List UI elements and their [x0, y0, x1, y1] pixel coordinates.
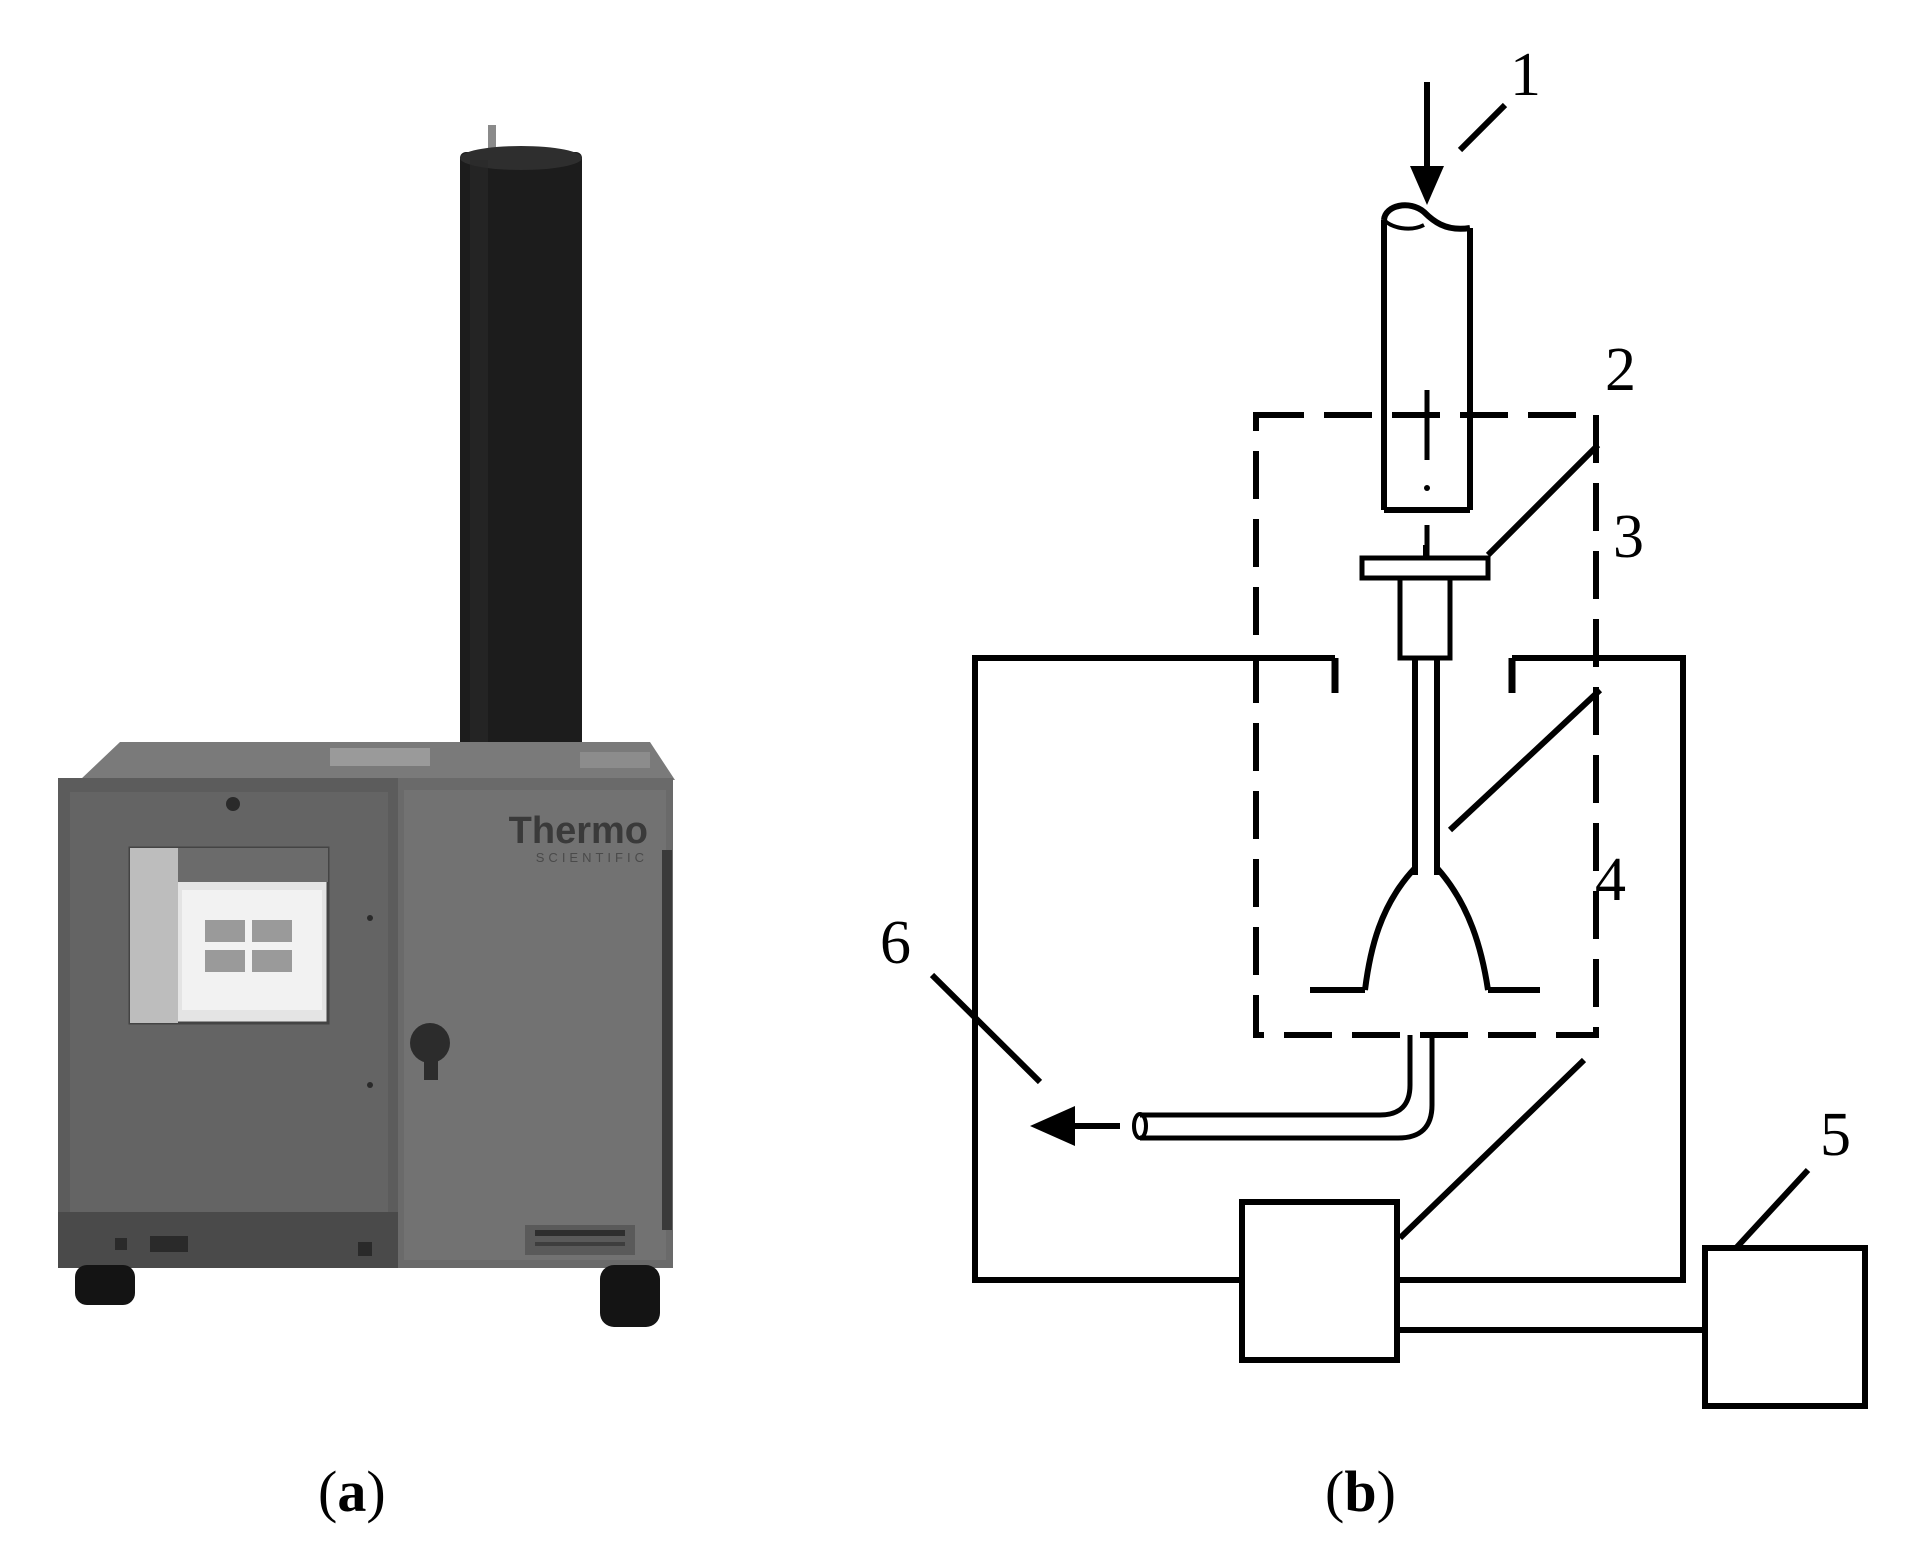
- cabinet-right-door: Thermo SCIENTIFIC: [398, 778, 673, 1268]
- chimney-tube: [460, 125, 582, 772]
- callout-5: 5: [1820, 1101, 1851, 1169]
- leader-line-4: [1397, 1057, 1587, 1241]
- leader-line-5: [1734, 1167, 1811, 1250]
- nozzle-tube: [1310, 658, 1540, 993]
- panel-a-letter: a: [337, 1459, 367, 1524]
- flow-controller-box: [1239, 1199, 1400, 1363]
- leader-line-2: [1485, 442, 1601, 558]
- schematic-diagram: [929, 82, 1868, 1409]
- leader-line-3: [1447, 687, 1603, 833]
- leader-line-1: [1457, 102, 1508, 153]
- panel-b-close-paren: ): [1376, 1459, 1396, 1524]
- brand-logo-text: Thermo: [509, 810, 648, 852]
- cabinet-top: [80, 742, 675, 780]
- panel-label-b: (b): [1325, 1458, 1396, 1525]
- outlet-tube: [1030, 1035, 1435, 1146]
- flange-plate: [1359, 545, 1491, 661]
- door-lock: [410, 1023, 450, 1080]
- brand-logo-subtext: SCIENTIFIC: [536, 850, 648, 865]
- panel-a-close-paren: ): [366, 1459, 386, 1524]
- inlet-arrow: [1410, 82, 1444, 205]
- chamber-outline: [972, 655, 1686, 1283]
- touchscreen-display: [128, 846, 330, 1025]
- cabinet-left-panel: [58, 778, 398, 1268]
- dashed-enclosure: [1253, 412, 1599, 1038]
- callout-6: 6: [880, 909, 911, 977]
- callout-1: 1: [1510, 41, 1541, 109]
- callout-3: 3: [1613, 503, 1644, 571]
- pump-box: [1702, 1245, 1868, 1409]
- callout-4: 4: [1595, 846, 1626, 914]
- inlet-tube: [1381, 202, 1473, 558]
- instrument-photo: Thermo SCIENTIFIC: [58, 125, 675, 1327]
- callout-2: 2: [1605, 336, 1636, 404]
- panel-b-open-paren: (: [1325, 1459, 1345, 1524]
- leader-line-6: [929, 972, 1043, 1085]
- panel-b-letter: b: [1344, 1459, 1377, 1524]
- casters: [75, 1265, 660, 1327]
- panel-a-open-paren: (: [318, 1459, 338, 1524]
- panel-label-a: (a): [318, 1458, 386, 1525]
